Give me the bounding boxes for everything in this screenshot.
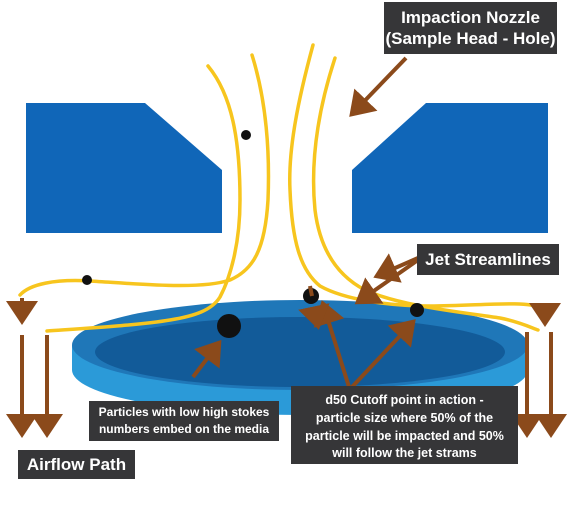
jet-streamlines-label-text: Jet Streamlines <box>425 250 551 269</box>
particle-large-impacted <box>217 314 241 338</box>
d50-cutoff-label: d50 Cutoff point in action - particle si… <box>291 386 518 464</box>
arrow-particle-embed <box>191 339 222 379</box>
arrow-jet-streamlines-b <box>354 258 420 305</box>
particles <box>82 130 424 338</box>
arrow-d50-right <box>350 319 416 389</box>
airflow-path-label: Airflow Path <box>18 450 135 479</box>
impaction-nozzle-label: Impaction Nozzle (Sample Head - Hole) <box>384 2 557 54</box>
arrow-nozzle-pointer <box>349 56 408 117</box>
nozzle-block-right <box>352 103 548 233</box>
nozzle-block-left <box>26 103 222 233</box>
particles-embed-label-line2: numbers embed on the media <box>98 421 270 436</box>
streamline-left-outer <box>18 53 271 297</box>
particle-streamline-upper <box>241 130 251 140</box>
arrow-deflected-particle-b <box>298 303 330 330</box>
particles-embed-label: Particles with low high stokes numbers e… <box>89 401 279 441</box>
impaction-nozzle-label-line1: Impaction Nozzle <box>401 8 540 27</box>
d50-cutoff-label-line2: particle size where 50% of the <box>315 410 494 425</box>
arrow-deflected-particle-a <box>308 285 314 297</box>
d50-cutoff-label-line4: will follow the jet strams <box>332 446 477 461</box>
streamline-right-outer <box>287 43 547 310</box>
streamline-left-inner <box>45 64 242 333</box>
particles-embed-label-line1: Particles with low high stokes <box>98 405 270 419</box>
d50-cutoff-label-line3: particle will be impacted and 50% <box>305 428 504 443</box>
particle-d50-right <box>410 303 424 317</box>
jet-streamlines-label: Jet Streamlines <box>417 244 559 275</box>
airflow-path-label-text: Airflow Path <box>26 455 127 474</box>
impaction-nozzle-label-line2: (Sample Head - Hole) <box>385 29 556 49</box>
particle-streamline-left <box>82 275 92 285</box>
arrows <box>6 56 567 438</box>
d50-cutoff-label-line1: d50 Cutoff point in action - <box>325 393 484 407</box>
media-disc-inner <box>95 317 505 387</box>
arrow-jet-streamlines-a <box>373 253 419 283</box>
